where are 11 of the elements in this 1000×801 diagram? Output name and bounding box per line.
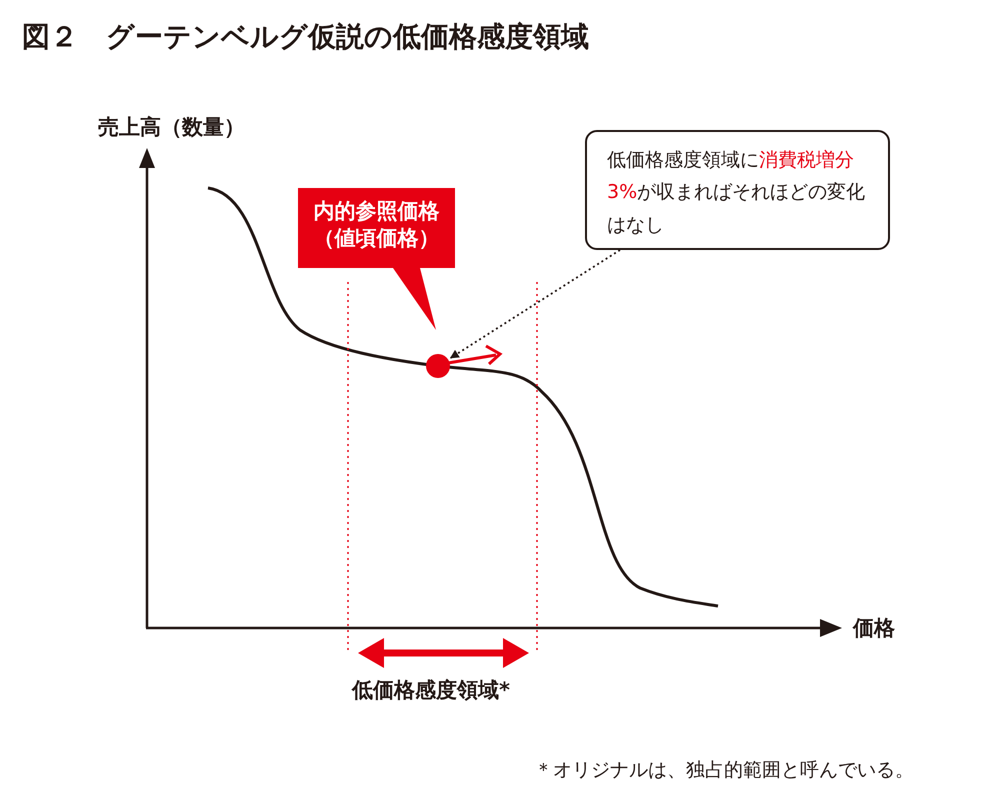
footnote: ＊オリジナルは、独占的範囲と呼んでいる。	[534, 758, 914, 783]
axis-label: 価格	[853, 615, 895, 642]
pointer-arrow	[450, 249, 620, 359]
figure-title: 図２ グーテンベルグ仮説の低価格感度領域	[22, 19, 589, 55]
point-marker	[426, 354, 450, 378]
callout-bubble	[298, 188, 455, 330]
range-label: 低価格感度領域*	[352, 677, 510, 704]
callout-text: 内的参照価格（値頃価格）	[312, 198, 440, 252]
axis-label: 売上高（数量）	[98, 114, 245, 141]
note-text: 低価格感度領域に消費税増分3%が収まればそれほどの変化はなし	[607, 148, 866, 238]
note-box	[585, 130, 890, 250]
